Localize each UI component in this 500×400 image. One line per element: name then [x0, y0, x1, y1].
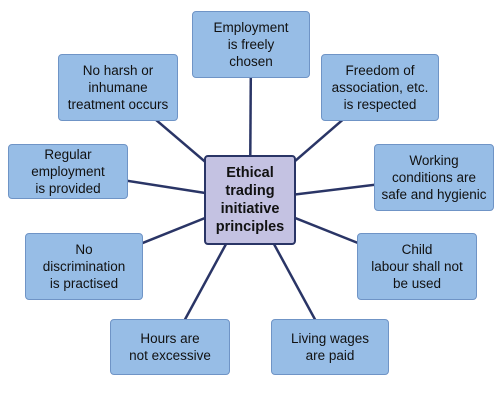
node-child-labour: Child labour shall not be used	[357, 233, 477, 300]
node-regular-employment: Regular employment is provided	[8, 144, 128, 199]
node-employment: Employment is freely chosen	[192, 11, 310, 78]
node-working-conditions: Working conditions are safe and hygienic	[374, 144, 494, 211]
node-living-wages: Living wages are paid	[271, 319, 389, 375]
node-hours: Hours are not excessive	[110, 319, 230, 375]
node-freedom-of-association: Freedom of association, etc. is respecte…	[321, 54, 439, 121]
node-no-discrimination: No discrimination is practised	[25, 233, 143, 300]
node-no-harsh-treatment: No harsh or inhumane treatment occurs	[58, 54, 178, 121]
center-node: Ethical trading initiative principles	[204, 155, 296, 245]
